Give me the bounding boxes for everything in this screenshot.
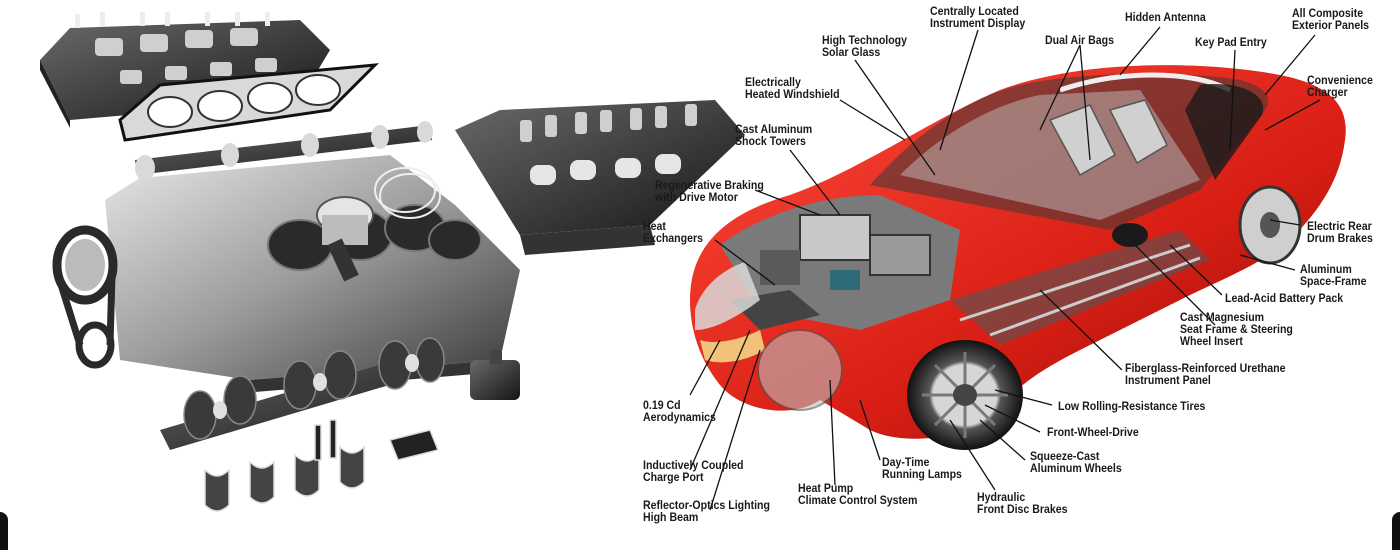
corner-bottom-right [1392, 512, 1400, 550]
engine-block [105, 155, 520, 392]
label-front-wheel-drive: Front-Wheel-Drive [1047, 427, 1139, 439]
label-hidden-antenna: Hidden Antenna [1125, 12, 1206, 24]
label-battery-pack: Lead-Acid Battery Pack [1225, 293, 1344, 305]
car-rear-wheel [1238, 185, 1302, 265]
engine-oil-pump [470, 350, 520, 400]
engine-piston [316, 196, 374, 282]
engine-timing-chain [52, 225, 118, 369]
label-key-pad-entry: Key Pad Entry [1195, 37, 1267, 49]
engine-camshaft [135, 121, 433, 181]
label-low-rolling-tires: Low Rolling-Resistance Tires [1058, 401, 1206, 413]
corner-bottom-left [0, 512, 8, 550]
engine-cylinder-head-right [455, 100, 745, 255]
leader-lines [689, 26, 1321, 511]
engine-bearings-bolts [204, 419, 440, 512]
car-cutaway [690, 65, 1346, 450]
label-dual-air-bags: Dual Air Bags [1045, 35, 1114, 47]
car-seats [1048, 99, 1168, 177]
engine-exploded-view [40, 12, 520, 512]
car-front-wheel [907, 340, 1023, 450]
engine-crankshaft [160, 337, 445, 450]
engine-head-gasket [118, 63, 379, 142]
